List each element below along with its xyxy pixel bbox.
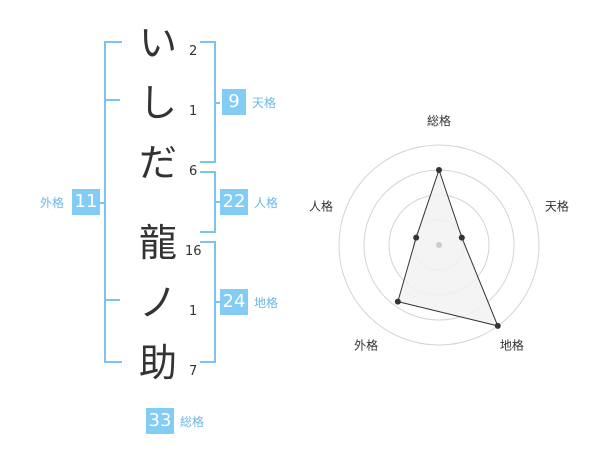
stroke-count-4: 16 [185,244,202,259]
tenkaku-label: 天格 [252,96,277,110]
gaikaku-bracket-tick [104,299,120,301]
stroke-count-3: 6 [189,164,198,179]
soukaku-badge: 33 [146,408,174,434]
tenkaku-badge: 9 [222,89,246,115]
radar-series-area [397,168,499,327]
stroke-count-1: 2 [189,44,198,59]
gaikaku-bracket [104,41,122,363]
radar-axis-label-4: 外格 [354,337,378,352]
jinkaku-badge: 22 [220,189,248,215]
radar-axis-label-3: 地格 [500,337,524,352]
radar-point-3 [494,322,501,329]
radar-axis-label-2: 天格 [545,199,569,214]
tenkaku-connector [214,102,220,104]
radar-point-2 [458,234,465,241]
name-char-6: 助 [138,341,177,385]
name-char-1: い [138,21,177,65]
radar-center-point [436,242,442,248]
radar-axis-label-5: 人格 [309,199,333,214]
radar-grid-ring [338,144,540,346]
stroke-count-2: 1 [189,104,198,119]
radar-point-1 [436,167,442,173]
radar-point-4 [394,298,401,305]
stroke-count-5: 1 [189,304,198,319]
name-char-3: だ [138,141,177,185]
gaikaku-label: 外格 [40,196,65,210]
soukaku-label: 総格 [180,415,205,429]
stroke-count-6: 7 [189,364,198,379]
chikaku-badge: 24 [220,289,248,315]
radar-axis-label-1: 総格 [427,113,451,128]
jinkaku-connector [214,201,220,203]
radar-point-5 [413,234,420,241]
jinkaku-label: 人格 [254,196,279,210]
name-char-4: 龍 [138,221,177,265]
gaikaku-bracket-tick [104,99,120,101]
gaikaku-badge: 11 [72,189,100,215]
gaikaku-bracket-connector [98,202,106,204]
name-char-2: し [138,81,177,125]
name-char-5: ノ [138,281,177,325]
chikaku-label: 地格 [254,296,279,310]
chikaku-connector [214,301,220,303]
